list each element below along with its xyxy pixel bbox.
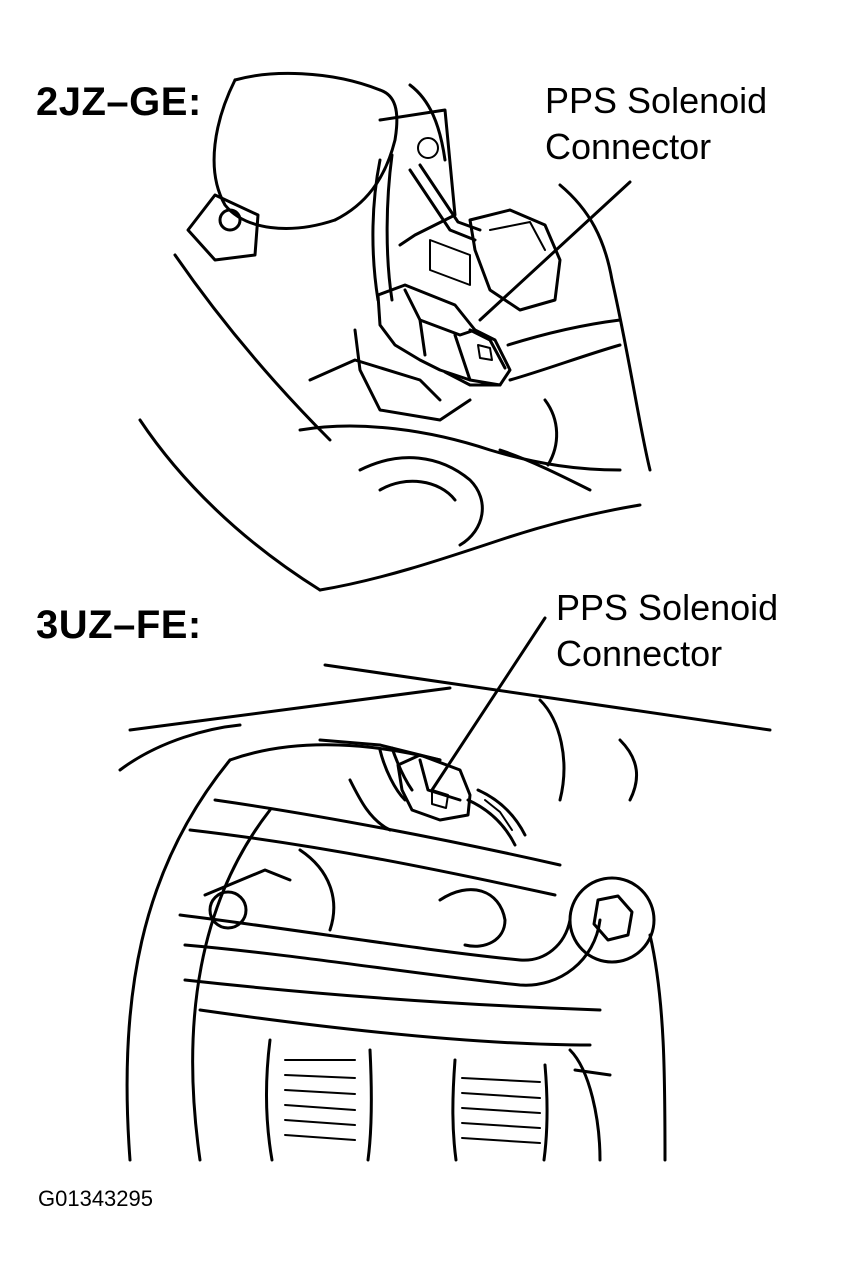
wire-harness	[371, 158, 382, 302]
bolt-icon	[218, 208, 242, 232]
leader-line-2jz	[478, 180, 632, 322]
cable	[506, 318, 622, 347]
callout-line-1: PPS Solenoid	[545, 80, 768, 121]
frame-tube-middle	[178, 913, 572, 962]
cooling-fins	[264, 1038, 549, 1162]
callout-line-2: Connector	[556, 633, 723, 674]
frame-tube-lower	[183, 978, 602, 1012]
bracket	[186, 193, 260, 262]
callout-line-1: PPS Solenoid	[556, 587, 779, 628]
engine-illustration-2jz-ge	[138, 71, 652, 592]
left-bolt-icon	[208, 890, 248, 930]
callout-pps-solenoid-connector-3uz: PPS Solenoid Connector	[556, 585, 778, 677]
left-frame	[125, 758, 232, 1162]
bolt-boss	[568, 876, 656, 964]
figure-id: G01343295	[38, 1186, 153, 1211]
bolt-icon	[592, 894, 634, 942]
leader-line-3uz	[430, 616, 547, 792]
pps-solenoid-connector-2jz	[376, 283, 512, 387]
engine-illustration-3uz-fe	[118, 616, 772, 1162]
upper-hose-outline	[212, 78, 337, 230]
callout-line-2: Connector	[545, 126, 712, 167]
pps-solenoid-connector-3uz	[378, 746, 527, 847]
lower-pipe	[358, 456, 484, 547]
callout-pps-solenoid-connector-2jz: PPS Solenoid Connector	[545, 78, 767, 170]
plate	[378, 108, 457, 247]
engine-label-2jz-ge: 2JZ–GE:	[36, 80, 202, 124]
secondary-connector	[468, 208, 562, 312]
engine-label-3uz-fe: 3UZ–FE:	[36, 603, 202, 647]
